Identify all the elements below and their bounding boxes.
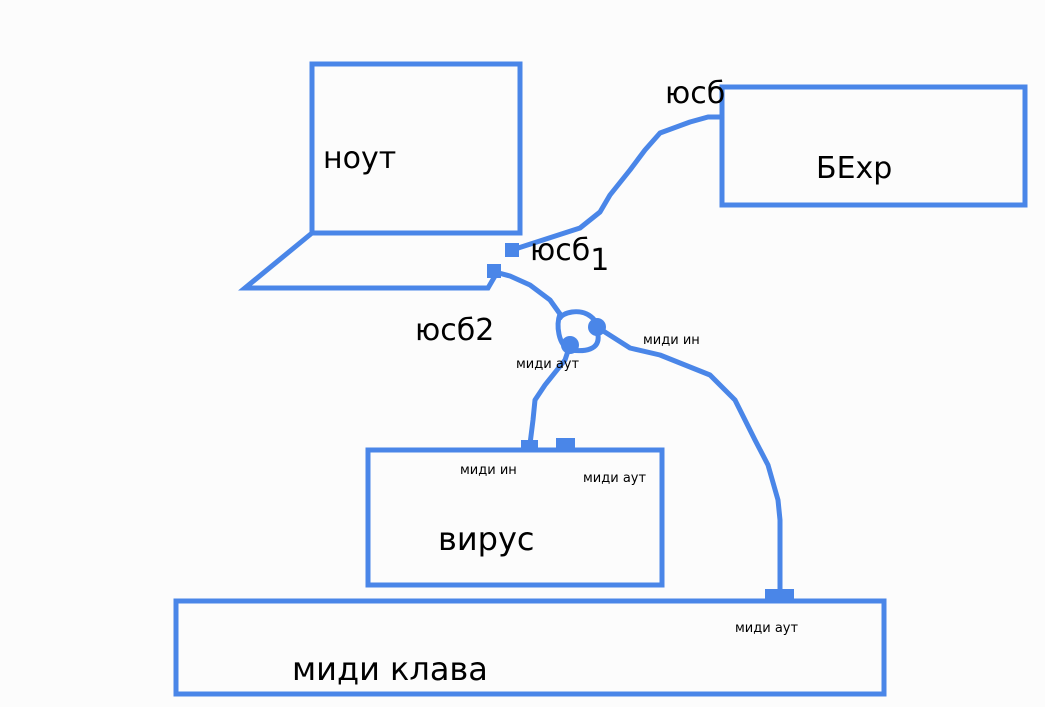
virus-device: вирус миди ин миди аут [365,447,665,588]
usb2-cable [492,269,563,317]
keyboard-midi-out-label: миди аут [735,621,798,636]
keyboard-label: миди клава [292,650,488,688]
virus-midi-out-label: миди аут [583,471,646,486]
keyboard-box [173,598,887,697]
laptop: ноут [238,61,523,291]
midi-out-cable [527,342,573,447]
usb1-label: юсб1 [530,233,609,278]
virus-label: вирус [438,520,535,558]
splitter-midi-in-label: миди ин [643,333,700,348]
midi-keyboard: миди клава миди аут [173,598,887,697]
bexp-label: БЕхр [816,151,892,186]
laptop-label: ноут [323,141,396,176]
laptop-base [238,231,498,291]
bexp-usb-label: юсб [665,76,725,111]
virus-box [365,447,665,588]
virus-midi-in-port [521,440,538,450]
virus-midi-in-label: миди ин [460,463,517,478]
splitter-midi-out-plug [561,336,579,354]
usb1-port [505,243,519,257]
midi-in-cable [594,324,783,598]
usb1-text: юсб [530,233,590,268]
usb2-label: юсб2 [415,313,494,348]
bexp-device: БЕхр юсб [665,76,1028,208]
splitter-midi-out-label: миди аут [516,357,579,372]
bexp-box [719,84,1028,208]
virus-midi-out-port [556,438,575,450]
keyboard-midi-out-port [765,589,794,601]
usb1-subscript: 1 [590,243,609,278]
usb2-port [487,264,501,278]
laptop-screen [309,61,523,236]
splitter-midi-in-plug [588,318,606,336]
usb1-cable [509,114,725,253]
